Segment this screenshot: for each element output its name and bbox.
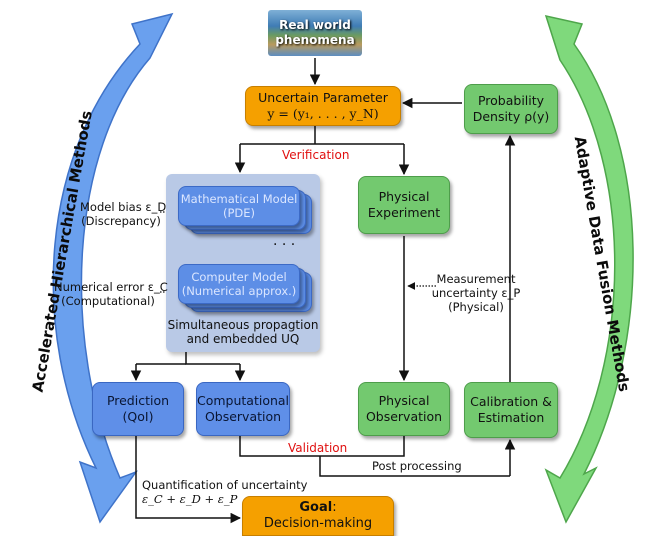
uncertain-parameter-box: Uncertain Parameter y = (y₁, . . . , y_N… <box>245 86 401 126</box>
model-bias-line2: (Discrepancy) <box>81 214 161 228</box>
numerical-error-label: Numerical error ε_C (Computational) <box>54 280 168 308</box>
computer-model-line2: (Numerical approx.) <box>181 284 297 298</box>
computer-model-box: Computer Model (Numerical approx.) <box>178 264 300 304</box>
panel-to-branch <box>185 352 240 365</box>
phys-observation-line1: Physical <box>378 393 430 408</box>
post-processing-line <box>319 456 510 477</box>
experiment-line1: Physical <box>378 189 430 204</box>
measurement-line1: Measurement <box>436 272 516 286</box>
prediction-box: Prediction (QoI) <box>92 382 184 436</box>
verification-label: Verification <box>282 148 350 162</box>
goal-title: Goal: <box>299 500 336 516</box>
goal-line2: Decision-making <box>263 516 373 531</box>
prediction-line2: (QoI) <box>122 409 154 424</box>
physical-experiment-box: Physical Experiment <box>358 176 450 234</box>
quantification-label: Quantification of uncertainty ε_C + ε_D … <box>142 478 307 506</box>
validation-label: Validation <box>288 441 348 455</box>
physical-observation-box: Physical Observation <box>358 382 450 436</box>
calibration-line1: Calibration & <box>470 394 552 409</box>
probability-line1: Probability <box>477 93 545 108</box>
calibration-line2: Estimation <box>477 410 545 425</box>
probability-density-box: Probability Density ρ(y) <box>464 84 558 134</box>
panel-caption-line1: Simultaneous propagtion <box>167 318 319 332</box>
uncertain-line2: y = (y₁, . . . , y_N) <box>267 106 379 121</box>
math-model-line2: (PDE) <box>222 206 256 220</box>
phys-observation-line2: Observation <box>365 409 443 424</box>
comp-observation-line2: Observation <box>204 409 282 424</box>
uncertain-line1: Uncertain Parameter <box>258 90 388 105</box>
post-processing-label: Post processing <box>372 459 462 473</box>
computational-observation-box: Computational Observation <box>196 382 290 436</box>
goal-box: Goal: Decision-making <box>242 496 394 536</box>
math-model-line1: Mathematical Model <box>180 192 298 206</box>
goal-label: Goal <box>299 500 333 515</box>
left-arc-arrow <box>52 12 174 524</box>
panel-caption-line2: and embedded UQ <box>186 332 300 346</box>
model-bias-line1: Model bias ε_D <box>80 200 167 214</box>
quantification-line1: Quantification of uncertainty <box>142 478 308 492</box>
right-arc-arrow <box>544 14 634 524</box>
prediction-line1: Prediction <box>106 393 170 408</box>
numerical-error-line1: Numerical error ε_C <box>54 280 168 294</box>
measurement-line3: (Physical) <box>448 300 504 314</box>
quantification-line2: ε_C + ε_D + ε_P <box>142 492 238 506</box>
goal-suffix: : <box>332 500 337 515</box>
model-bias-label: Model bias ε_D (Discrepancy) <box>80 200 167 228</box>
real-world-phenomena: Real world phenomena <box>268 10 362 56</box>
validation-line <box>239 436 405 457</box>
comp-observation-line1: Computational <box>196 393 290 408</box>
model-dots: · · · <box>273 237 296 253</box>
measurement-line2: uncertainty ε_P <box>431 286 521 300</box>
measurement-label: Measurement uncertainty ε_P (Physical) <box>428 272 524 314</box>
calibration-box: Calibration & Estimation <box>464 382 558 438</box>
probability-line2: Density ρ(y) <box>472 109 550 124</box>
phenomena-line1: Real world <box>279 18 351 32</box>
prediction-to-goal <box>135 436 242 524</box>
computer-model-line1: Computer Model <box>191 270 287 284</box>
phenomena-line2: phenomena <box>275 33 355 47</box>
numerical-error-line2: (Computational) <box>61 294 155 308</box>
math-model-box: Mathematical Model (PDE) <box>178 186 300 226</box>
experiment-line2: Experiment <box>367 205 441 220</box>
panel-caption: Simultaneous propagtion and embedded UQ <box>166 318 320 346</box>
